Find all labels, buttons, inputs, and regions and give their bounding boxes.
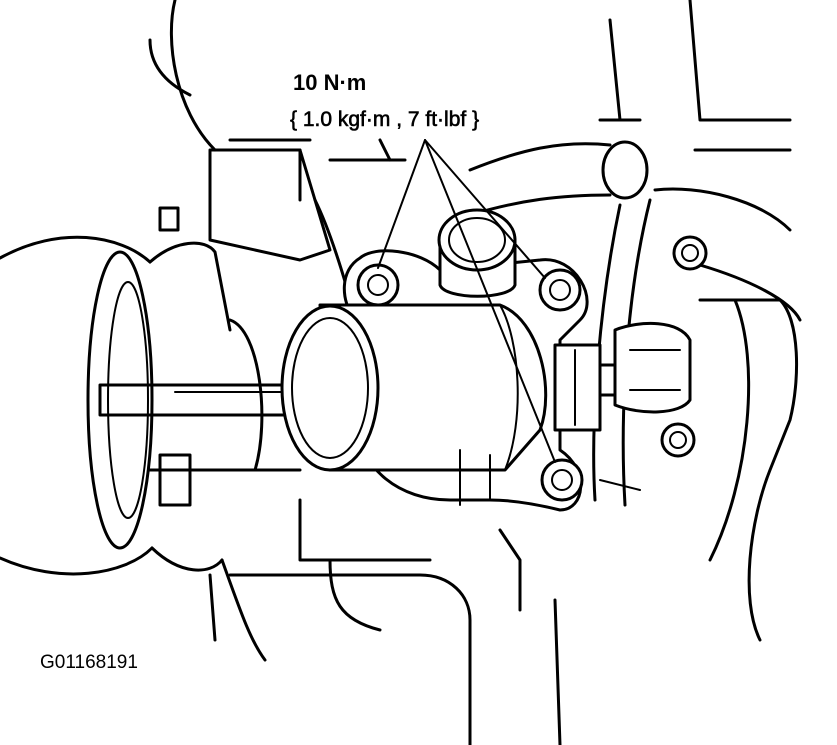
- torque-conversion: { 1.0 kgf·m , 7 ft·lbf }: [290, 108, 480, 132]
- thermostat-housing: [280, 208, 692, 512]
- leader-arrow: [377, 139, 556, 463]
- pulley: [0, 235, 154, 576]
- torque-value: 10 N·m: [293, 70, 367, 95]
- figure-id: G01168191: [40, 652, 138, 673]
